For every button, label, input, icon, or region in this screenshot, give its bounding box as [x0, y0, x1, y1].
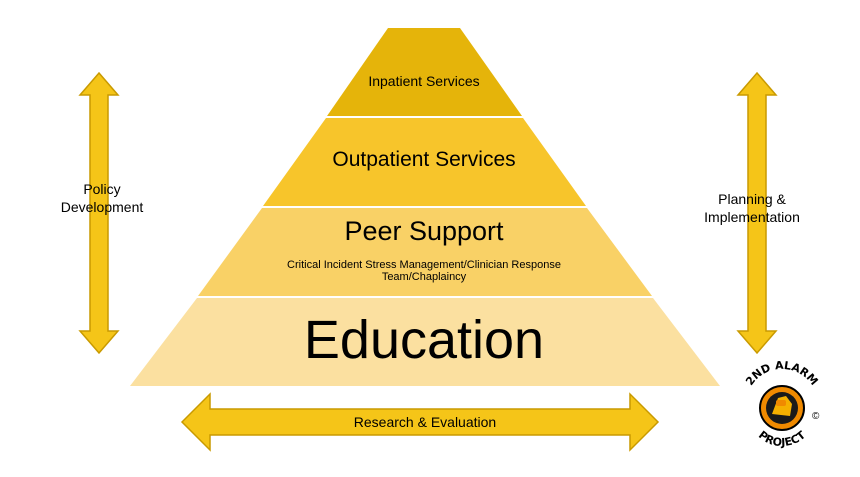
inpatient-services-label: Inpatient Services — [368, 73, 480, 89]
logo-bottom-text: PROJECT — [756, 428, 808, 449]
pyramid-tier-education — [130, 298, 720, 386]
planning-label-line2: Implementation — [704, 209, 800, 225]
svg-text:PROJECT: PROJECT — [756, 428, 808, 449]
peer-support-subtitle-line2: Team/Chaplaincy — [381, 271, 467, 283]
svg-text:2ND ALARM: 2ND ALARM — [743, 359, 820, 388]
research-evaluation-arrow — [180, 392, 660, 452]
education-label: Education — [303, 310, 545, 370]
research-evaluation-label: Research & Evaluation — [353, 414, 497, 430]
policy-development-arrow — [78, 71, 120, 355]
logo-top-text: 2ND ALARM — [743, 359, 820, 388]
policy-label-line1: Policy — [83, 181, 121, 197]
peer-support-subtitle-line1: Critical Incident Stress Management/Clin… — [287, 259, 561, 271]
peer-support-label: Peer Support — [344, 216, 504, 246]
planning-implementation-arrow — [736, 71, 778, 355]
pyramid-tier-outpatient — [263, 118, 586, 206]
copyright-mark: © — [812, 411, 820, 422]
outpatient-services-label: Outpatient Services — [332, 148, 516, 171]
pyramid-tier-inpatient — [327, 28, 522, 116]
second-alarm-project-logo: 2ND ALARM PROJECT © — [743, 359, 820, 449]
planning-label-line1: Planning & — [718, 191, 786, 207]
policy-label-line2: Development — [60, 199, 144, 215]
pyramid-tier-peer-support — [198, 208, 652, 296]
